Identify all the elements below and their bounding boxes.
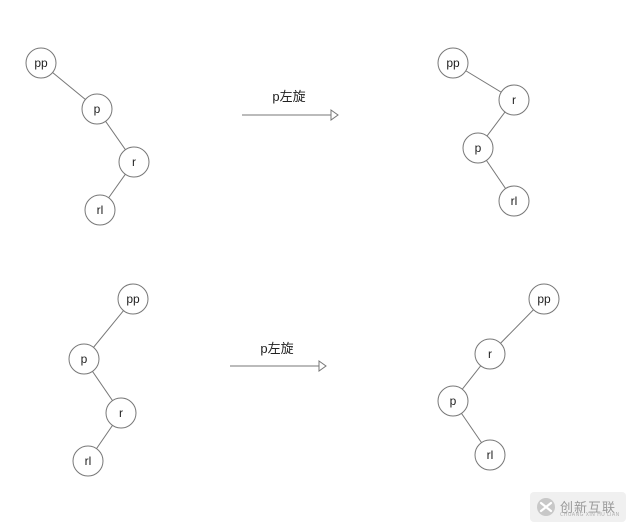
svg-text:r: r: [132, 155, 136, 169]
diagram-2-after-tree: pp r p rl: [437, 283, 560, 471]
watermark-text: 创新互联: [560, 501, 617, 516]
svg-text:pp: pp: [34, 56, 48, 70]
tree-node-pp: pp: [117, 283, 149, 315]
arrow-head-icon: [318, 360, 327, 372]
tree-node-r: r: [105, 397, 137, 429]
svg-text:rl: rl: [97, 203, 104, 217]
svg-text:pp: pp: [126, 292, 140, 306]
svg-text:p: p: [94, 102, 101, 116]
diagram-2-before-tree: pp p r rl: [68, 283, 149, 477]
svg-text:rl: rl: [85, 454, 92, 468]
svg-text:p: p: [81, 352, 88, 366]
diagram-2-arrow: p左旋: [230, 341, 327, 372]
tree-node-r: r: [498, 84, 530, 116]
tree-node-p: p: [462, 132, 494, 164]
diagram-1-arrow: p左旋: [242, 89, 339, 121]
svg-text:r: r: [119, 406, 123, 420]
svg-text:p: p: [475, 141, 482, 155]
tree-node-rl: rl: [474, 439, 506, 471]
tree-node-rl: rl: [498, 185, 530, 217]
tree-node-pp: pp: [528, 283, 560, 315]
svg-text:p: p: [450, 394, 457, 408]
arrow-label: p左旋: [260, 341, 293, 356]
svg-text:rl: rl: [487, 448, 494, 462]
svg-text:r: r: [512, 93, 516, 107]
tree-node-pp: pp: [437, 47, 469, 79]
svg-text:rl: rl: [511, 194, 518, 208]
x-logo-icon: [537, 498, 555, 516]
svg-text:pp: pp: [537, 292, 551, 306]
arrow-head-icon: [330, 109, 339, 121]
tree-node-rl: rl: [72, 445, 104, 477]
watermark: 创新互联 CHUANG XIN HU LIAN: [530, 492, 626, 522]
tree-node-p: p: [68, 343, 100, 375]
diagram-1-before-tree: pp p r rl: [25, 47, 150, 226]
diagram-1-after-tree: pp r p rl: [437, 47, 530, 217]
arrow-label: p左旋: [272, 89, 305, 104]
svg-text:r: r: [488, 347, 492, 361]
tree-node-pp: pp: [25, 47, 57, 79]
tree-node-p: p: [437, 385, 469, 417]
tree-node-rl: rl: [84, 194, 116, 226]
tree-node-p: p: [81, 93, 113, 125]
tree-node-r: r: [118, 146, 150, 178]
tree-node-r: r: [474, 338, 506, 370]
svg-text:pp: pp: [446, 56, 460, 70]
watermark-subtext: CHUANG XIN HU LIAN: [560, 512, 620, 518]
